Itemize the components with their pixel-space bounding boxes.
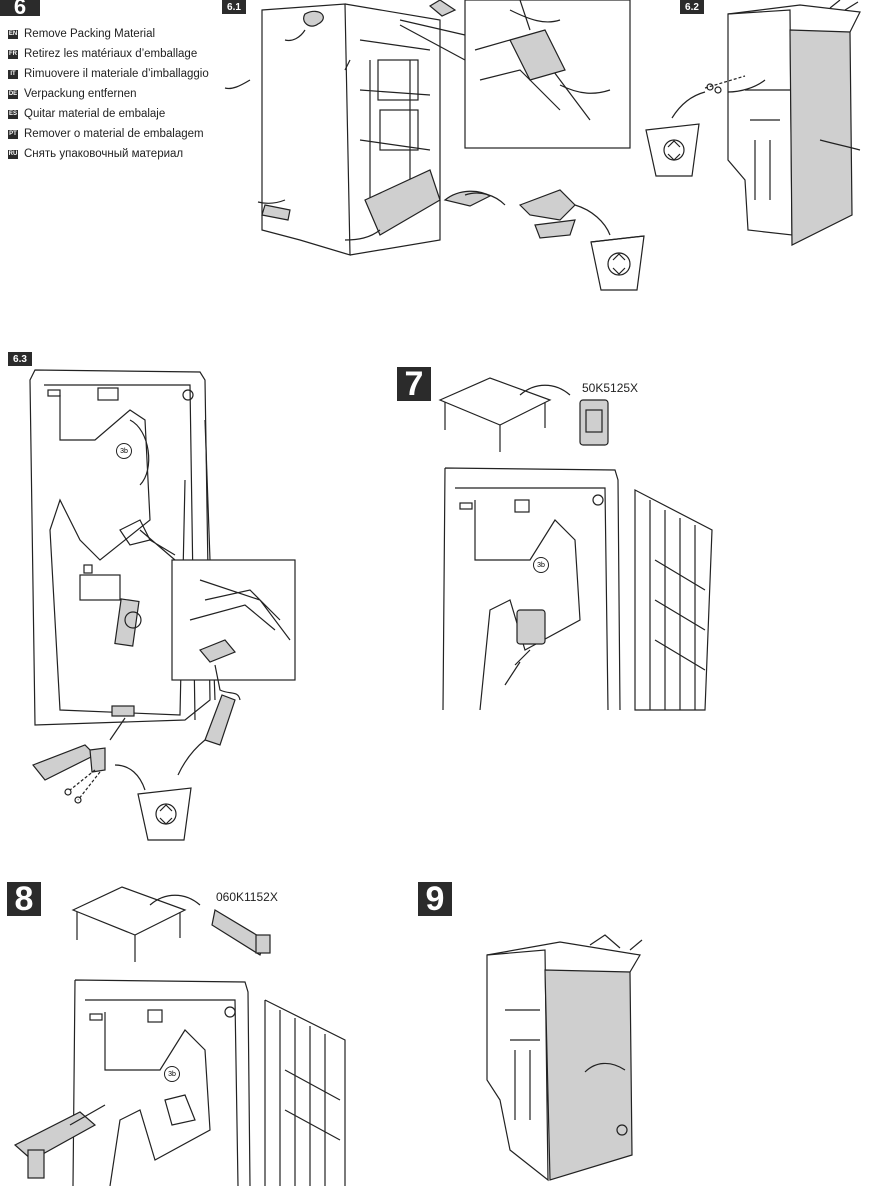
step-6-1-badge: 6.1 xyxy=(222,0,246,14)
step-7-number: 7 xyxy=(404,364,424,403)
step-6-2-badge: 6.2 xyxy=(680,0,704,14)
lang-line-ru: RU Снять упаковочный материал xyxy=(8,148,183,160)
step-6-2-label: 6.2 xyxy=(685,1,699,13)
step-6-3-badge: 6.3 xyxy=(8,352,32,366)
lang-text-it: Rimuovere il materiale d’imballaggio xyxy=(24,68,209,80)
lang-code-es: ES xyxy=(8,109,18,119)
step-8-badge: 8 xyxy=(7,879,41,918)
lang-code-fr: FR xyxy=(8,49,18,59)
lang-line-de: DE Verpackung entfernen xyxy=(8,88,137,100)
lang-line-pt: PT Remover o material de embalagem xyxy=(8,128,204,140)
lang-code-pt: PT xyxy=(8,129,18,139)
recycle-bin-icon-2 xyxy=(645,123,700,177)
lang-text-ru: Снять упаковочный материал xyxy=(24,148,184,160)
recycle-bin-icon-3 xyxy=(137,787,192,841)
callout-3b-2: 3b xyxy=(533,557,549,573)
step-7-part-number: 50K5125X xyxy=(582,381,639,395)
lang-text-pt: Remover o material de embalagem xyxy=(24,128,204,140)
lang-code-ru: RU xyxy=(8,149,18,159)
lang-text-es: Quitar material de embalaje xyxy=(24,108,166,120)
lang-line-it: IT Rimuovere il materiale d’imballaggio xyxy=(8,68,209,80)
lang-text-en: Remove Packing Material xyxy=(24,28,156,40)
step-6-number: 6 xyxy=(13,0,27,16)
lang-text-fr: Retirez les matériaux d’emballage xyxy=(24,48,198,60)
step-6-badge: 6 xyxy=(0,0,40,16)
lang-code-de: DE xyxy=(8,89,18,99)
recycle-bin-icon xyxy=(590,235,645,291)
step-9-badge: 9 xyxy=(418,879,452,918)
lang-code-it: IT xyxy=(8,69,18,79)
callout-3b-1-label: 3b xyxy=(120,447,128,455)
lang-line-en: EN Remove Packing Material xyxy=(8,28,155,40)
callout-3b-1: 3b xyxy=(116,443,132,459)
step-6-3-label: 6.3 xyxy=(13,353,27,365)
step-8-number: 8 xyxy=(14,879,34,918)
step-8-part-number: 060K1152X xyxy=(216,890,278,904)
callout-3b-3-label: 3b xyxy=(168,1070,176,1078)
lang-code-en: EN xyxy=(8,29,18,39)
callout-3b-3: 3b xyxy=(164,1066,180,1082)
callout-3b-2-label: 3b xyxy=(537,561,545,569)
lang-line-fr: FR Retirez les matériaux d’emballage xyxy=(8,48,197,60)
lang-line-es: ES Quitar material de embalaje xyxy=(8,108,165,120)
step-7-badge: 7 xyxy=(397,364,431,403)
step-6-1-label: 6.1 xyxy=(227,1,241,13)
step-9-number: 9 xyxy=(425,879,445,918)
lang-text-de: Verpackung entfernen xyxy=(24,88,137,100)
